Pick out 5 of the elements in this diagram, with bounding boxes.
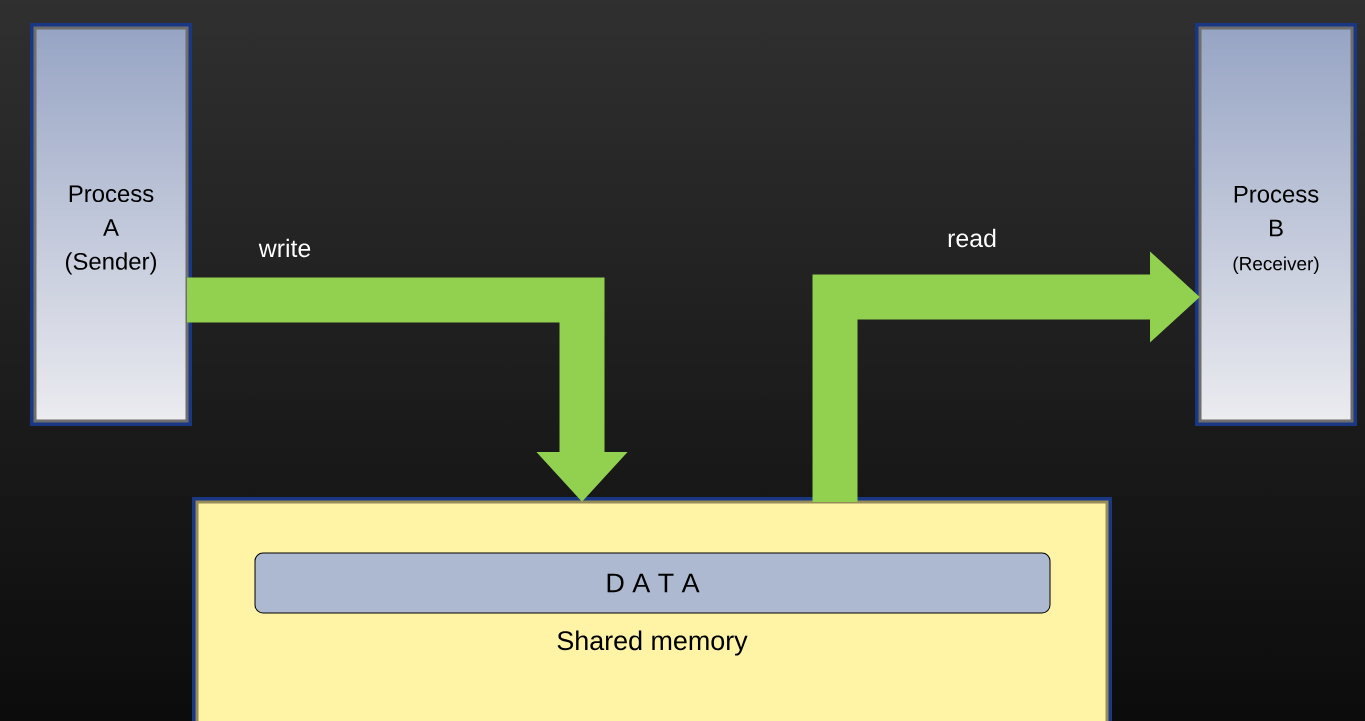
- process-box: Process A (Sender): [30, 23, 192, 426]
- edge-label: write: [258, 238, 311, 258]
- data-box: D A T A: [254, 552, 1051, 614]
- edge-label: read: [948, 228, 996, 248]
- process-box: Process B (Receiver): [1195, 23, 1357, 426]
